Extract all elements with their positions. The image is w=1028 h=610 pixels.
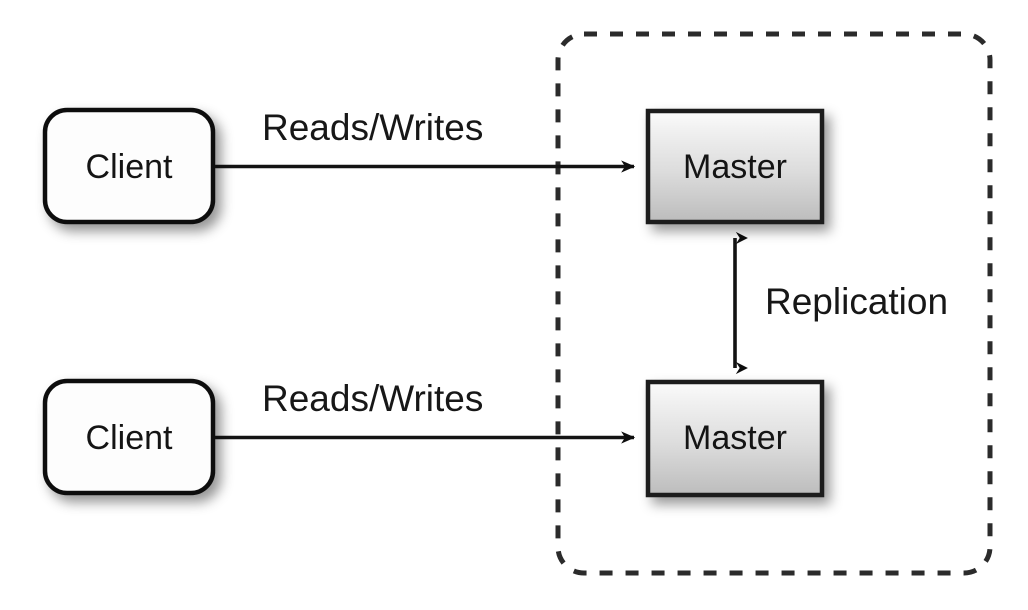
- replication-cluster-boundary: [555, 31, 993, 576]
- master-top-shape[interactable]: [645, 108, 825, 225]
- node-client-bottom[interactable]: Client: [42, 378, 216, 496]
- node-client-top[interactable]: Client: [42, 107, 216, 225]
- edge-label-reads-writes-bottom: Reads/Writes: [262, 378, 483, 419]
- edge-label-reads-writes-top: Reads/Writes: [262, 107, 483, 148]
- client-bottom-shape[interactable]: [42, 378, 216, 496]
- node-master-bottom[interactable]: Master: [645, 379, 825, 498]
- master-bottom-label: Master: [683, 419, 787, 457]
- cluster-boundary-outline: [555, 31, 993, 576]
- client-top-label: Client: [86, 148, 173, 186]
- master-top-label: Master: [683, 148, 787, 186]
- edge-label-replication: Replication: [765, 281, 948, 322]
- node-master-top[interactable]: Master: [645, 108, 825, 225]
- client-top-shape[interactable]: [42, 107, 216, 225]
- client-bottom-label: Client: [86, 419, 173, 457]
- master-bottom-shape[interactable]: [645, 379, 825, 498]
